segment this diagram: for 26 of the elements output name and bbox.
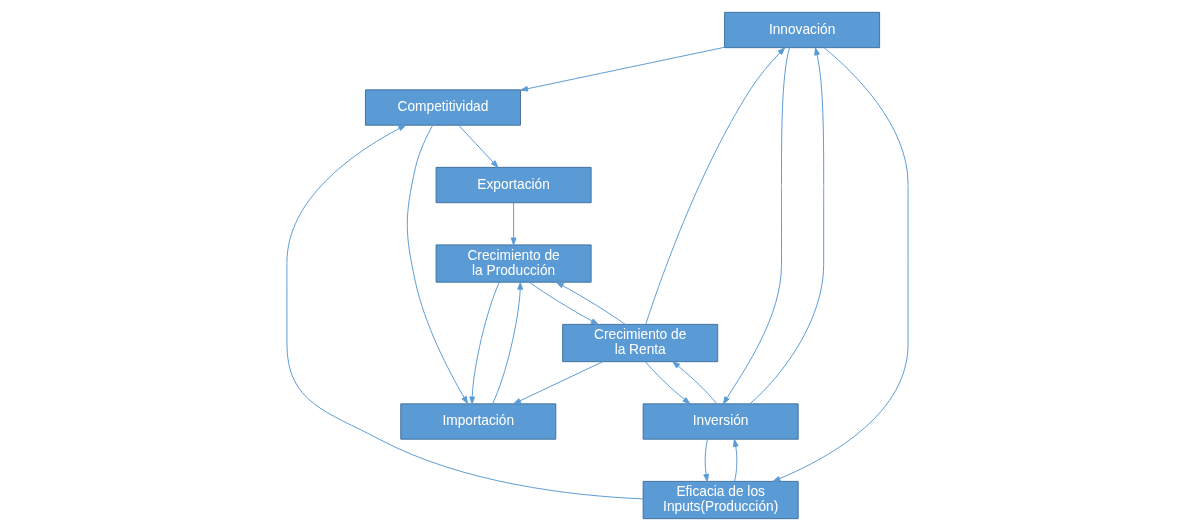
arrow [513,361,604,405]
arrow [645,47,786,325]
arrow [492,281,524,405]
node-box: Eficacia de los Inputs(Producción) [642,480,799,520]
arrow [469,281,500,405]
arrow [703,439,709,482]
arrow [286,124,644,500]
arrow [556,281,626,325]
node-box: Exportación [435,166,592,204]
arrow [772,47,909,482]
node-box: Crecimiento de la Producción [435,244,592,283]
node-box: Crecimiento de la Renta [562,323,719,363]
arrow [510,202,517,246]
arrow [732,439,739,482]
node-box: Competitividad [364,89,521,126]
arrow [672,361,718,405]
arrow [749,47,825,405]
arrow [520,46,725,92]
node-box: Innovación [724,11,881,49]
node-box: Inversión [642,403,799,440]
arrow [528,281,599,325]
arrow [406,124,469,404]
node-box: Importación [400,403,557,440]
arrow [722,47,790,405]
arrow [458,124,499,168]
arrow [645,361,691,405]
